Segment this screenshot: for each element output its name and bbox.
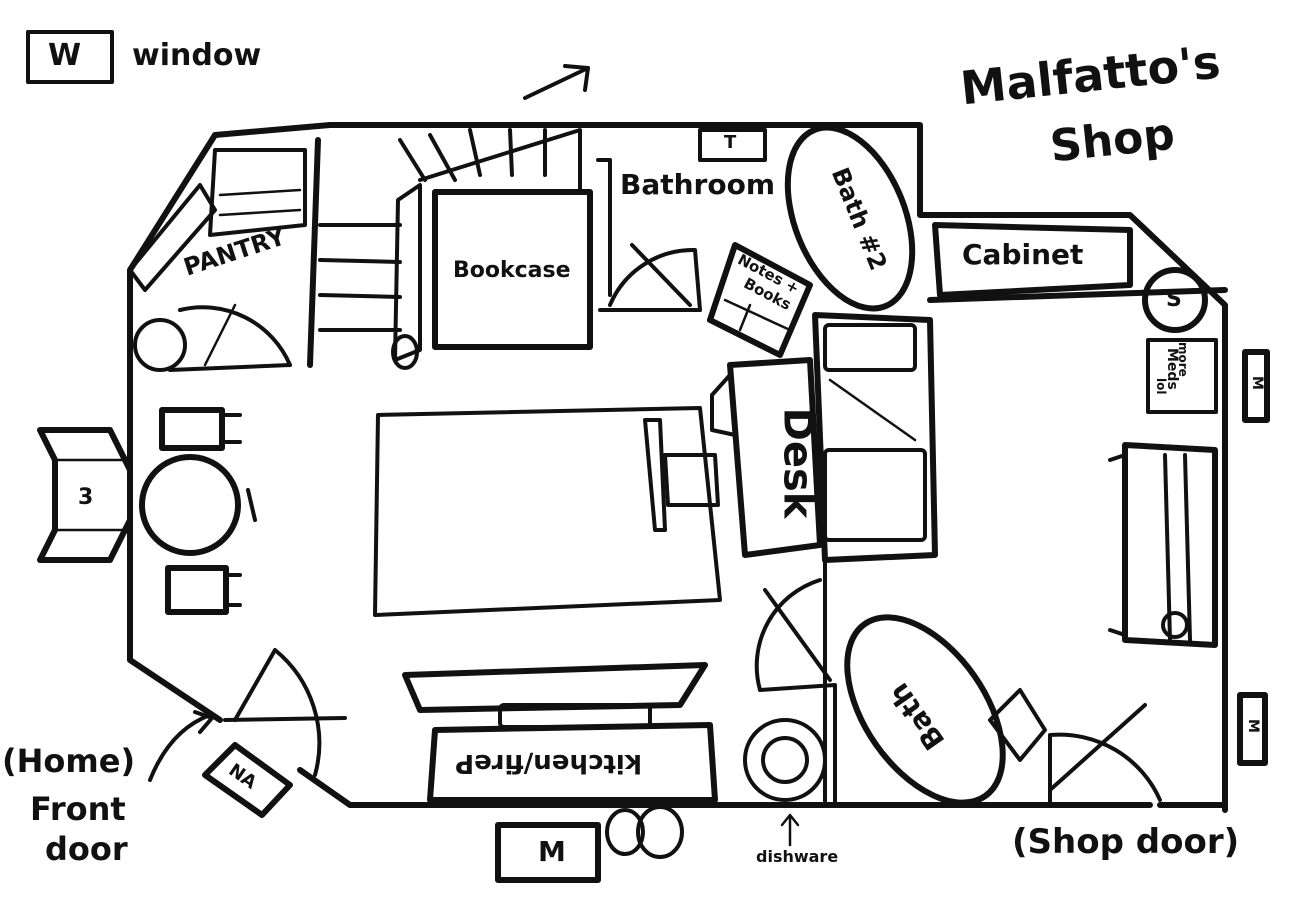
stairs <box>318 128 582 370</box>
front-door <box>148 648 347 782</box>
legend-window-text: window <box>132 38 262 73</box>
legend-window-symbol-label: W <box>48 38 82 73</box>
cabinet <box>927 222 1228 303</box>
s-circle-label: S <box>1166 287 1182 312</box>
kitchen-fireplace <box>402 662 718 803</box>
home-door-label: (Home) <box>2 742 136 780</box>
bathroom-label: Bathroom <box>620 168 776 201</box>
bath-2-tub <box>784 124 916 312</box>
right-windows <box>1237 349 1270 766</box>
cabinet-label: Cabinet <box>962 238 1084 271</box>
rug <box>373 406 722 617</box>
m-box-label: M <box>538 835 566 868</box>
shop-door-label: (Shop door) <box>1012 822 1240 862</box>
kitchen-label: kitchen/fireP <box>455 748 642 778</box>
front-door-label-1: Front <box>30 790 126 828</box>
washer-area <box>743 543 837 807</box>
pantry-area <box>128 137 321 372</box>
notes-books-box <box>707 242 813 358</box>
chair-3-label: 3 <box>78 485 94 510</box>
bed <box>812 312 938 563</box>
dishware-arrow <box>780 813 800 847</box>
right-window-m-bottom: M <box>1244 719 1261 733</box>
north-arrow <box>523 64 590 100</box>
bathroom-area <box>596 128 767 312</box>
m-box <box>495 805 684 883</box>
na-box <box>202 742 293 818</box>
window-legend-symbol <box>26 30 114 84</box>
toilet-label: T <box>724 132 737 153</box>
dishware-label: dishware <box>756 847 839 866</box>
bath-tub <box>844 614 1006 806</box>
s-circle <box>1142 267 1208 333</box>
bookcase-label: Bookcase <box>453 258 571 283</box>
desk <box>643 357 823 558</box>
right-window-m-top: M <box>1248 376 1265 390</box>
more-meds-box <box>1146 338 1218 414</box>
left-window <box>37 427 133 563</box>
front-door-label-2: door <box>45 830 128 868</box>
meds-line-3: lol <box>1154 378 1168 395</box>
bookcase <box>432 189 593 350</box>
shop-door <box>988 688 1162 807</box>
counter <box>1108 442 1218 648</box>
desk-label: Desk <box>774 407 821 519</box>
dining-table <box>139 407 257 615</box>
